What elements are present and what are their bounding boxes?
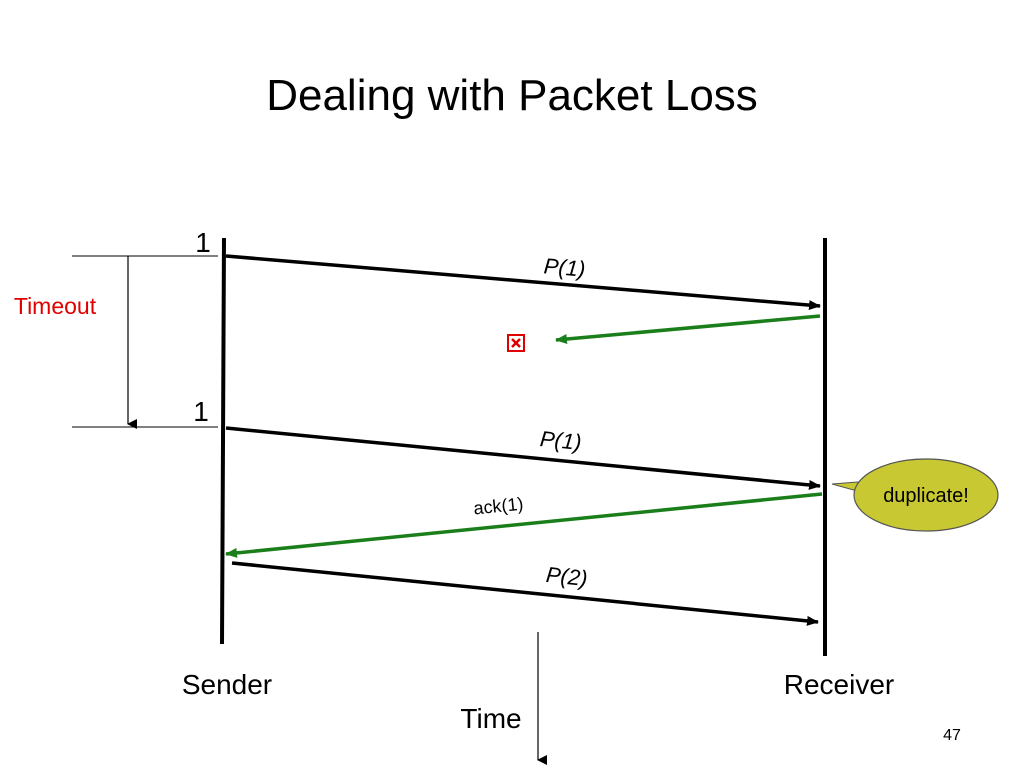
lost-ack-arrow bbox=[555, 314, 821, 344]
timeout-label: Timeout bbox=[14, 293, 97, 319]
packet-arrow bbox=[231, 561, 819, 626]
slide-title: Dealing with Packet Loss bbox=[266, 71, 758, 120]
packet-label: P(2) bbox=[545, 562, 589, 591]
page-number: 47 bbox=[943, 727, 961, 744]
packet-label: P(1) bbox=[543, 253, 587, 281]
lost-packet-icon bbox=[507, 334, 525, 352]
ack-arrow bbox=[225, 492, 823, 558]
sequence-mark: 1 bbox=[195, 227, 211, 258]
sequence-mark: 1 bbox=[193, 396, 209, 427]
ack-label: ack(1) bbox=[473, 494, 525, 519]
duplicate-callout: duplicate! bbox=[831, 458, 999, 532]
sender-lifeline bbox=[220, 237, 226, 645]
packet-arrow bbox=[225, 254, 821, 311]
packet-label: P(1) bbox=[539, 426, 583, 455]
callout-text: duplicate! bbox=[883, 485, 969, 507]
packet-arrow bbox=[225, 426, 821, 490]
receiver-label: Receiver bbox=[784, 669, 894, 700]
time-label: Time bbox=[460, 703, 521, 734]
sender-label: Sender bbox=[182, 669, 272, 700]
